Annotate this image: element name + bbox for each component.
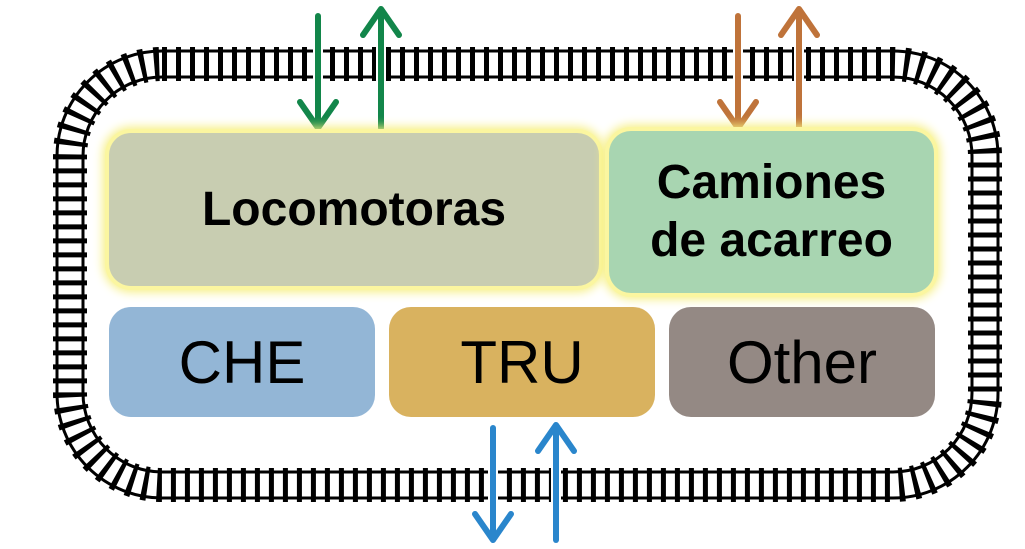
railway-track (53, 47, 1002, 502)
locomotoras-label: Locomotoras (201, 182, 507, 236)
locomotoras-box: Locomotoras (109, 133, 599, 286)
arrow-up-tru (533, 420, 579, 545)
flow-arrows (295, 4, 822, 545)
arrow-down-tru (470, 423, 516, 545)
track-outer-rail (55, 49, 1000, 500)
che-label: CHE (178, 328, 306, 396)
arrow-up-camiones (776, 4, 822, 133)
tru-box: TRU (389, 307, 655, 417)
che-box: CHE (109, 307, 375, 417)
arrow-up-locomotoras (358, 4, 404, 133)
track-inner-rail (81, 75, 974, 474)
other-label: Other (726, 328, 878, 396)
camiones-de-acarreo-label: Camiones de acarreo (650, 156, 893, 267)
tru-label: TRU (460, 328, 584, 396)
other-box: Other (669, 307, 935, 417)
arrow-down-camiones (715, 11, 761, 133)
camiones-de-acarreo-box: Camiones de acarreo (609, 131, 934, 293)
track-ties (53, 47, 1002, 502)
arrow-down-locomotoras (295, 11, 341, 133)
